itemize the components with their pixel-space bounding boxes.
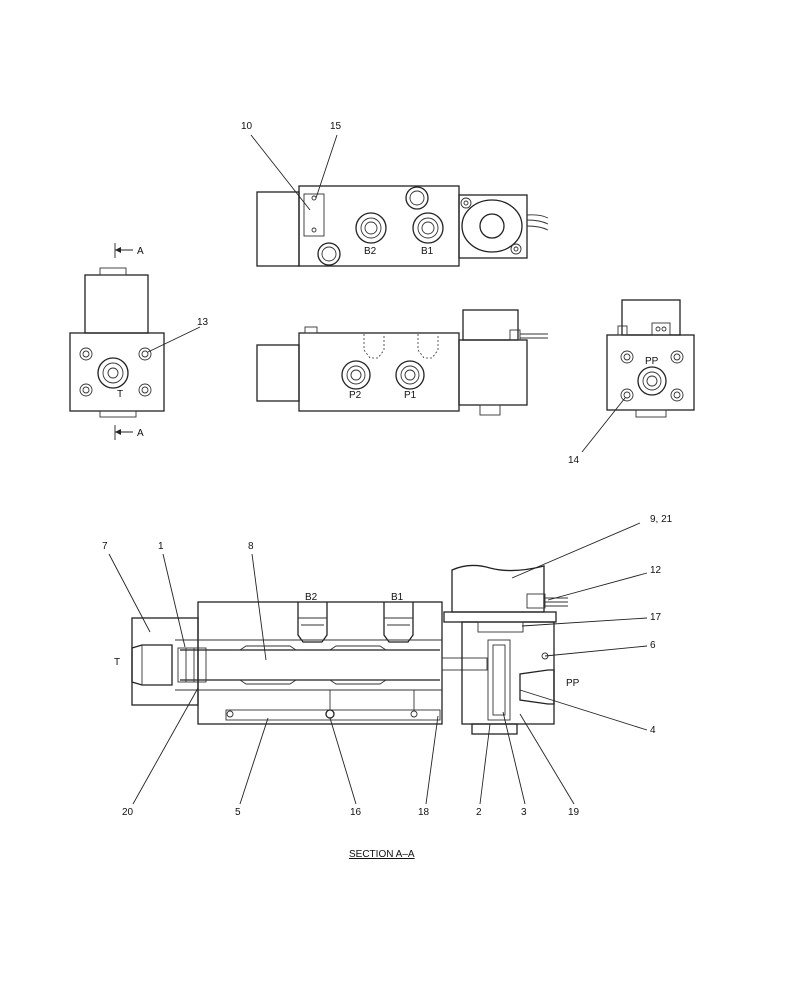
top-view: B2 B1 bbox=[256, 185, 549, 267]
callout-3: 3 bbox=[521, 807, 527, 818]
callout-10: 10 bbox=[241, 121, 253, 132]
section-marker-bottom: A bbox=[114, 425, 144, 440]
callout-20: 20 bbox=[122, 807, 134, 818]
callout-18: 18 bbox=[418, 807, 430, 818]
port-b1-section-icon bbox=[383, 602, 414, 643]
port-pp-icon bbox=[637, 366, 667, 396]
port-label-p2: P2 bbox=[349, 390, 362, 401]
callout-19: 19 bbox=[568, 807, 580, 818]
callout-7: 7 bbox=[102, 541, 108, 552]
port-label-t-end: T bbox=[117, 389, 123, 400]
callout-14: 14 bbox=[568, 455, 580, 466]
port-b2-top-icon bbox=[355, 212, 387, 244]
port-b1-top-icon bbox=[412, 212, 444, 244]
callout-16: 16 bbox=[350, 807, 362, 818]
callout-6: 6 bbox=[650, 640, 656, 651]
port-label-pp-section: PP bbox=[566, 678, 580, 689]
port-label-b2-section: B2 bbox=[305, 592, 318, 603]
callout-2: 2 bbox=[476, 807, 482, 818]
port-p2-icon bbox=[341, 360, 371, 390]
port-label-p1: P1 bbox=[404, 390, 417, 401]
port-label-pp-end: PP bbox=[645, 356, 659, 367]
left-end-view: T A A bbox=[69, 243, 165, 440]
callout-5: 5 bbox=[235, 807, 241, 818]
port-label-t-section: T bbox=[114, 657, 120, 668]
callouts: 10 15 13 14 7 1 8 9, 21 12 17 6 4 20 5 1… bbox=[102, 121, 673, 818]
front-view: P2 P1 bbox=[256, 309, 548, 416]
callout-12: 12 bbox=[650, 565, 662, 576]
leader-lines bbox=[108, 134, 648, 805]
section-marker-top: A bbox=[114, 243, 144, 258]
port-p1-icon bbox=[395, 360, 425, 390]
callout-1: 1 bbox=[158, 541, 164, 552]
right-end-view: PP bbox=[606, 299, 695, 418]
port-label-b1-top: B1 bbox=[421, 246, 434, 257]
callout-8: 8 bbox=[248, 541, 254, 552]
port-t-icon bbox=[97, 357, 129, 389]
section-label-a-top: A bbox=[137, 246, 144, 257]
callout-17: 17 bbox=[650, 612, 662, 623]
port-b2-section-icon bbox=[297, 602, 328, 643]
port-label-b2-top: B2 bbox=[364, 246, 377, 257]
callout-9-21: 9, 21 bbox=[650, 514, 673, 525]
callout-13: 13 bbox=[197, 317, 209, 328]
section-label-a-bottom: A bbox=[137, 428, 144, 439]
callout-4: 4 bbox=[650, 725, 656, 736]
port-label-b1-section: B1 bbox=[391, 592, 404, 603]
callout-15: 15 bbox=[330, 121, 342, 132]
section-caption: SECTION A–A bbox=[349, 849, 415, 860]
section-view: B2 B1 T PP bbox=[114, 564, 580, 735]
